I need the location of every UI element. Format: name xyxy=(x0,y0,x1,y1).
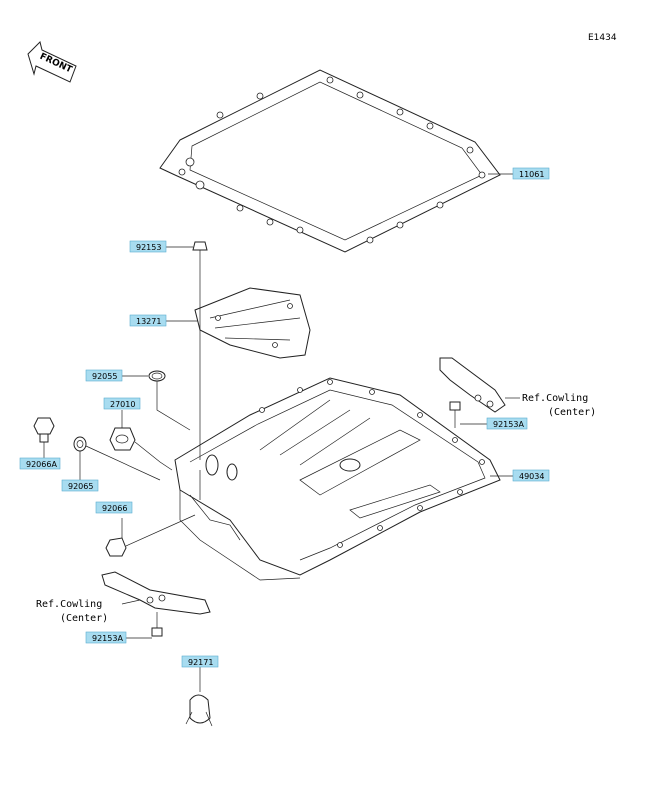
ref-cowling-right-line2: (Center) xyxy=(548,407,596,418)
part-tag-92171[interactable]: 92171 xyxy=(181,655,219,668)
part-number: 92153A xyxy=(92,634,123,643)
part-tag-92065[interactable]: 92065 xyxy=(61,479,99,492)
diagram-code: E1434 xyxy=(588,33,617,43)
part-number: 49034 xyxy=(519,472,544,481)
part-tag-27010[interactable]: 27010 xyxy=(103,397,141,410)
part-number: 92066A xyxy=(26,460,57,469)
part-number: 92055 xyxy=(92,372,117,381)
bolt-92153a-left xyxy=(151,612,163,637)
front-label: FRONT xyxy=(38,52,74,76)
clamp-92171 xyxy=(185,694,213,727)
cowling-bracket-left xyxy=(101,571,211,615)
part-tag-92066a[interactable]: 92066A xyxy=(19,457,61,470)
part-number: 27010 xyxy=(110,400,135,409)
part-tag-92055[interactable]: 92055 xyxy=(85,369,123,382)
part-number: 92153 xyxy=(136,243,161,252)
part-number: 13271 xyxy=(136,317,161,326)
ref-cowling-right-line1: Ref.Cowling xyxy=(522,393,588,404)
oil-pan xyxy=(174,377,501,581)
part-tag-92153[interactable]: 92153 xyxy=(129,240,167,253)
oil-pan-gasket xyxy=(159,69,501,253)
plug-92066 xyxy=(105,537,127,557)
part-number: 11061 xyxy=(519,170,544,179)
part-number: 92065 xyxy=(68,482,93,491)
part-tag-92153a-left[interactable]: 92153A xyxy=(85,631,127,644)
part-tag-13271[interactable]: 13271 xyxy=(129,314,167,327)
drain-plug-92066a xyxy=(33,417,55,443)
bolt-92153a-right xyxy=(449,401,461,428)
oil-pressure-switch xyxy=(109,427,136,451)
cowling-bracket-right xyxy=(439,357,506,413)
part-number: 92066 xyxy=(102,504,127,513)
part-number: 92153A xyxy=(493,420,524,429)
part-number: 92171 xyxy=(188,658,213,667)
part-tag-11061[interactable]: 11061 xyxy=(512,167,550,180)
bolt-92153 xyxy=(192,241,208,262)
washer-92065 xyxy=(73,436,87,452)
part-tag-92153a-right[interactable]: 92153A xyxy=(486,417,528,430)
oil-baffle-plate xyxy=(194,287,311,359)
part-tag-49034[interactable]: 49034 xyxy=(512,469,550,482)
ref-cowling-left-line2: (Center) xyxy=(60,613,108,624)
front-arrow-icon: FRONT xyxy=(27,41,77,83)
part-tag-92066[interactable]: 92066 xyxy=(95,501,133,514)
o-ring-92055 xyxy=(148,370,166,382)
ref-cowling-left-line1: Ref.Cowling xyxy=(36,599,102,610)
